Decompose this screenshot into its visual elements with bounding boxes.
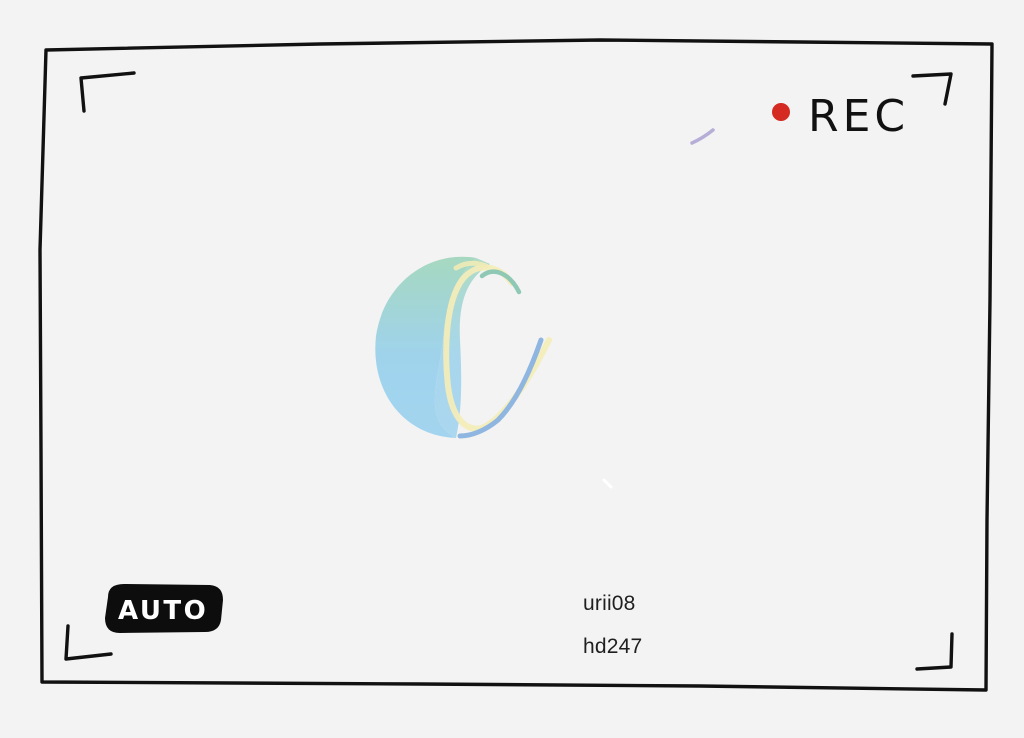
rec-label: REC: [808, 91, 909, 142]
corner-bracket-top-left: [79, 71, 136, 113]
viewfinder-frame: [38, 38, 994, 692]
credit-line-1: urii08: [583, 592, 636, 615]
credit-line-2: hd247: [583, 635, 643, 658]
auto-mode-label: AUTO: [118, 596, 208, 626]
stray-stroke-purple: [690, 128, 715, 145]
record-dot-icon: [772, 103, 790, 121]
auto-mode-badge[interactable]: AUTO: [105, 584, 223, 633]
watercolor-c-spinner-icon: [375, 256, 552, 439]
corner-bracket-top-right: [911, 72, 953, 106]
corner-bracket-bottom-right: [915, 632, 954, 671]
stray-stroke-white: [602, 478, 613, 489]
corner-bracket-bottom-left: [64, 624, 113, 661]
